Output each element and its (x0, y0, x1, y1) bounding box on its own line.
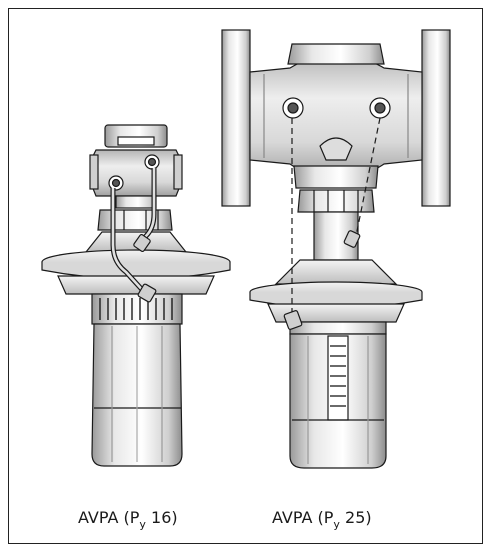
caption-avpa-py16: AVPA (Py 16) (78, 508, 178, 531)
caption-avpa-py25: AVPA (Py 25) (272, 508, 372, 531)
impulse-tube-icon (283, 230, 361, 330)
impulse-tube-icon (110, 168, 157, 303)
impulse-tube-icon (291, 117, 381, 316)
valve-large-icon (221, 29, 451, 469)
valve-small-icon (41, 124, 231, 467)
